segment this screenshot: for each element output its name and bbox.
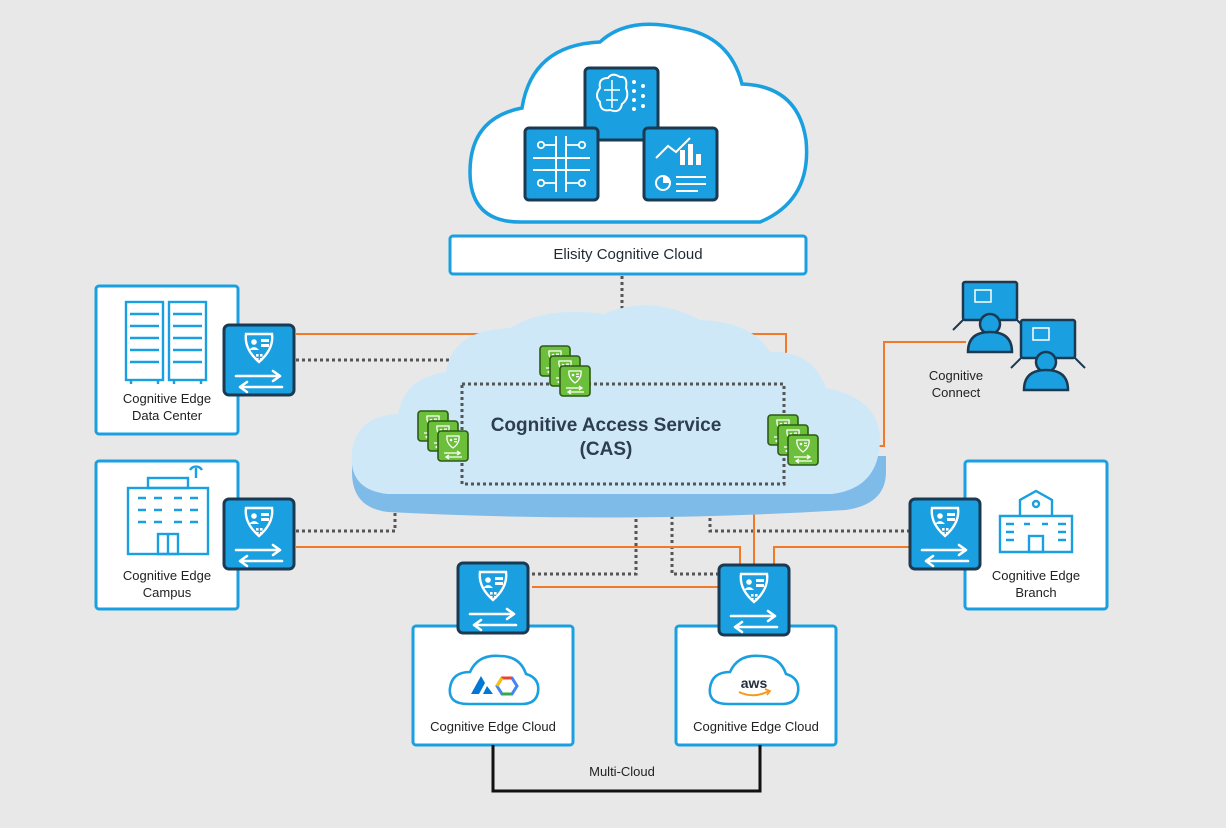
data-center-label-line1: Cognitive Edge xyxy=(122,391,212,406)
cognitive-connect-label-line1: Cognitive xyxy=(928,368,984,383)
server-rack-icon xyxy=(124,300,208,384)
edge-device-aws xyxy=(717,563,791,637)
cognitive-connect-label-line2: Connect xyxy=(931,385,981,400)
cognitive-cloud-label: Elisity Cognitive Cloud xyxy=(553,246,703,263)
aws-logo-text: aws xyxy=(741,675,768,691)
cas-label: Cognitive Access Service (CAS) xyxy=(470,414,742,462)
edge-device-azure-gcp xyxy=(456,561,530,635)
campus-label: Cognitive Edge Campus xyxy=(98,567,236,601)
analytics-dashboard-icon xyxy=(642,126,719,202)
cas-label-line2: (CAS) xyxy=(579,439,633,460)
office-building-icon xyxy=(126,465,210,556)
cas-cloud xyxy=(351,305,886,518)
brain-ai-icon xyxy=(583,66,660,142)
multi-cloud-label: Multi-Cloud xyxy=(589,764,655,779)
cognitive-connect-label: Cognitive Connect xyxy=(908,367,1004,401)
network-node-icon xyxy=(523,126,600,202)
data-center-label: Cognitive Edge Data Center xyxy=(98,390,236,424)
data-center-label-line2: Data Center xyxy=(131,408,203,423)
aws-cloud-icon xyxy=(708,654,800,706)
cloud-azure-gcp-label: Cognitive Edge Cloud xyxy=(430,719,556,734)
branch-label-line2: Branch xyxy=(1015,585,1057,600)
multi-cloud-bracket xyxy=(491,745,762,793)
cognitive-connect-user-icon xyxy=(952,280,1028,354)
edge-device-campus xyxy=(222,497,296,571)
branch-label-line1: Cognitive Edge xyxy=(991,568,1081,583)
cognitive-connect-user-icon xyxy=(1010,318,1086,392)
campus-label-line1: Cognitive Edge xyxy=(122,568,212,583)
edge-device-data-center xyxy=(222,323,296,397)
cognitive-cloud-label-box xyxy=(448,234,808,276)
cas-label-line1: Cognitive Access Service xyxy=(490,415,722,436)
azure-google-cloud-icon xyxy=(448,654,540,706)
campus-label-line2: Campus xyxy=(142,585,192,600)
cloud-aws-label: Cognitive Edge Cloud xyxy=(693,719,819,734)
edge-device-branch xyxy=(908,497,982,571)
branch-label: Cognitive Edge Branch xyxy=(967,567,1105,601)
branch-building-icon xyxy=(998,489,1074,554)
